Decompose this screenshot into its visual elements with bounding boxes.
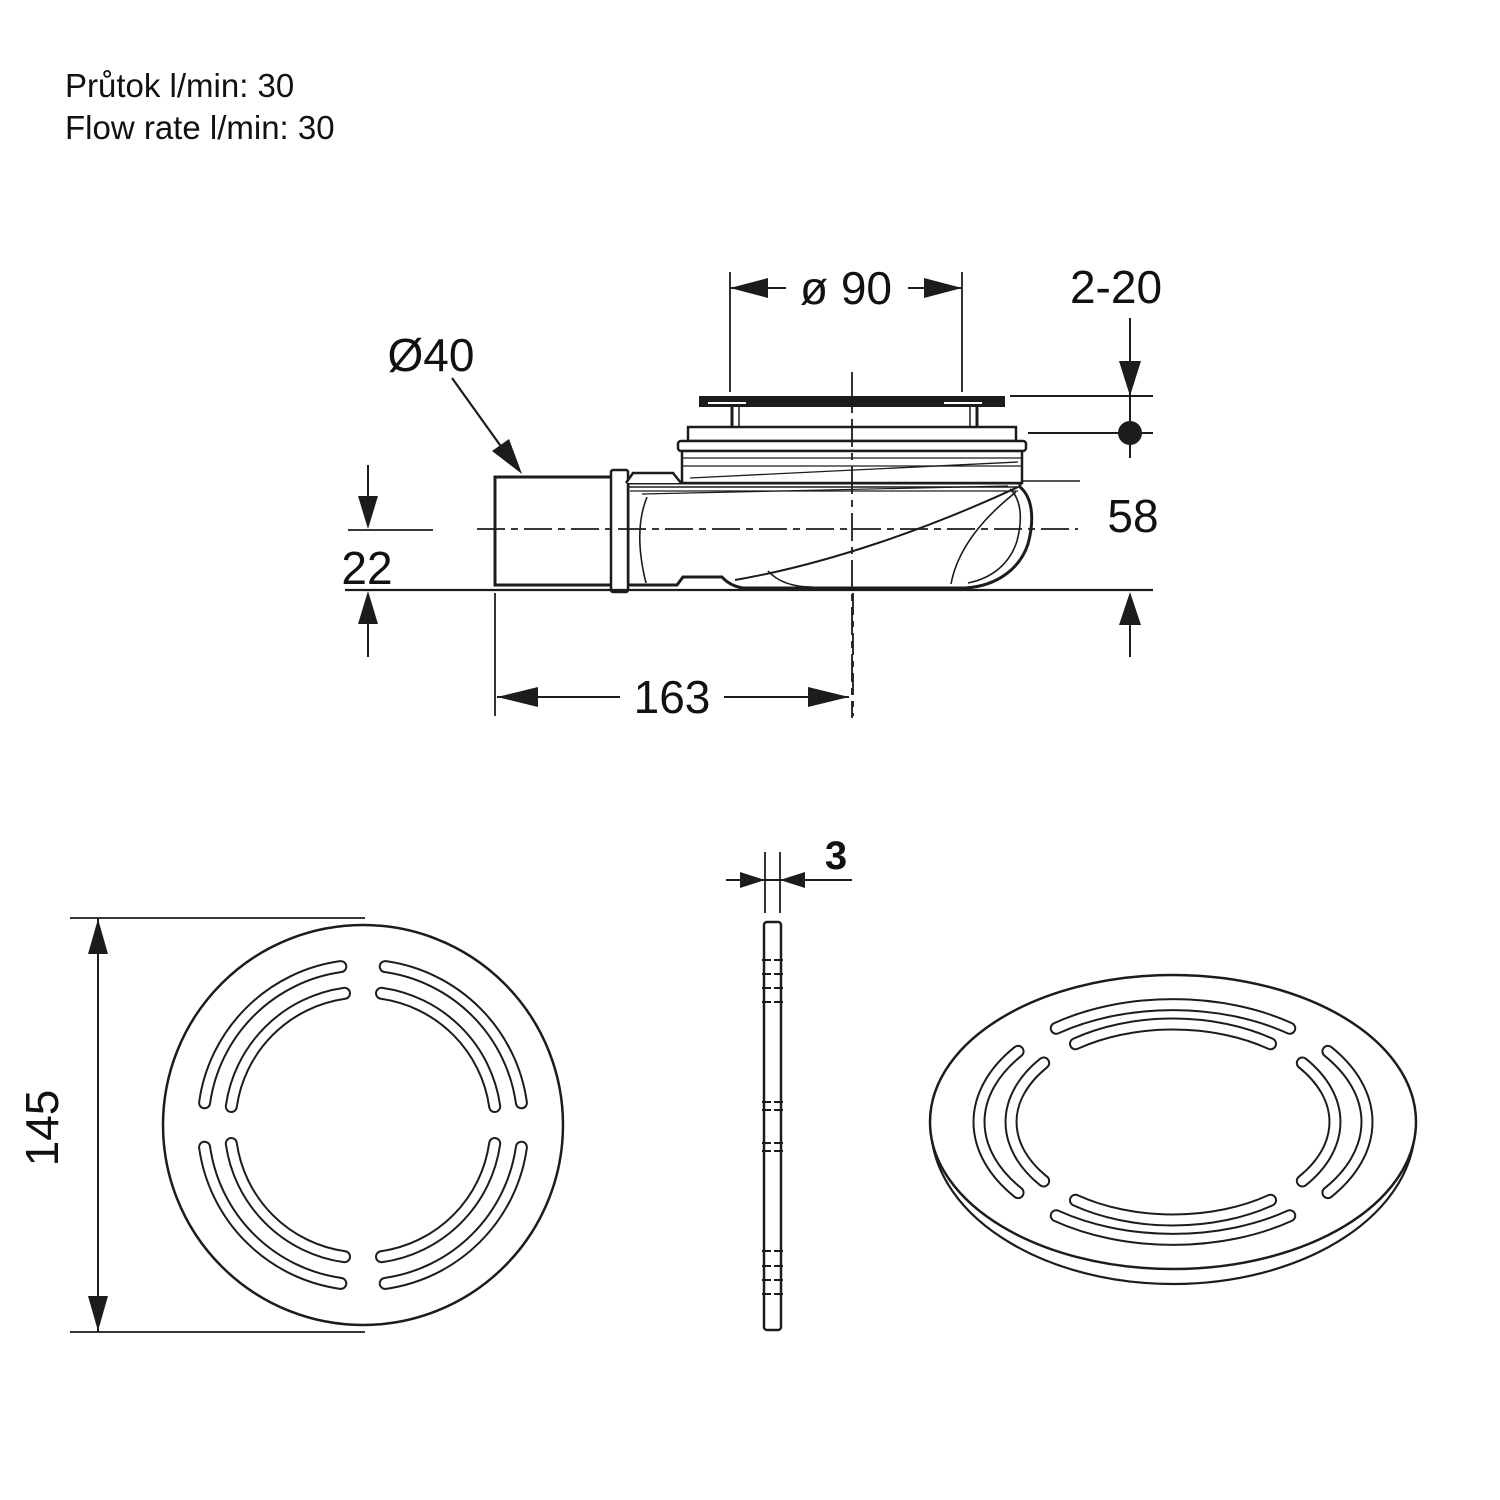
- inlet-tab: [624, 471, 682, 484]
- dim-overall-length: 163: [494, 593, 854, 723]
- dim-trap-height: 58: [1107, 490, 1159, 657]
- grate-perspective-slots: [901, 958, 1444, 1287]
- flange-neck: [730, 407, 979, 427]
- dim-outlet-centre-height: 22: [341, 465, 433, 657]
- top-flange: [699, 396, 1005, 407]
- outlet-pipe: [493, 475, 617, 587]
- grate-section-slot-ticks: [762, 959, 783, 1295]
- grate-rim-thickness-edge: [929, 1125, 1417, 1286]
- dim-grate-diameter: ø 90: [729, 262, 963, 392]
- dim-grate-thickness: 3: [726, 834, 852, 913]
- outlet-centre-height-label: 22: [341, 542, 392, 594]
- grate-perspective-view: [829, 914, 1500, 1330]
- trap-body-details: [628, 480, 1080, 588]
- flow-rate-cs-label: Průtok l/min: 30: [65, 67, 294, 104]
- outlet-diameter-label: Ø40: [388, 329, 475, 381]
- grate-perspective-outline: [829, 914, 1500, 1330]
- dim-tray-thickness: 2-20: [1010, 261, 1162, 458]
- grate-section-plate: [762, 920, 783, 1332]
- trap-side-view: [477, 372, 1080, 718]
- tray-surface-marker: [1118, 421, 1142, 445]
- flow-rate-en-label: Flow rate l/min: 30: [65, 109, 335, 146]
- tray-thickness-label: 2-20: [1070, 261, 1162, 313]
- dim-outlet-diameter: Ø40: [388, 329, 522, 474]
- coupling-nut: [609, 468, 630, 594]
- trap-height-label: 58: [1107, 490, 1158, 542]
- grate-outer-circle: [161, 923, 565, 1327]
- grate-slots: [198, 960, 528, 1290]
- grate-thickness-label: 3: [825, 834, 847, 878]
- trap-body-outline: [626, 481, 1034, 590]
- grate-diameter-label: ø 90: [800, 262, 892, 314]
- grate-plan-view: [161, 923, 565, 1327]
- grate-plan-diameter-label: 145: [16, 1090, 68, 1167]
- overall-length-label: 163: [634, 671, 711, 723]
- grate-section-view: 3: [726, 834, 852, 1332]
- header-block: Průtok l/min: 30 Flow rate l/min: 30: [65, 67, 335, 146]
- dim-grate-plan-diameter: 145: [16, 917, 365, 1333]
